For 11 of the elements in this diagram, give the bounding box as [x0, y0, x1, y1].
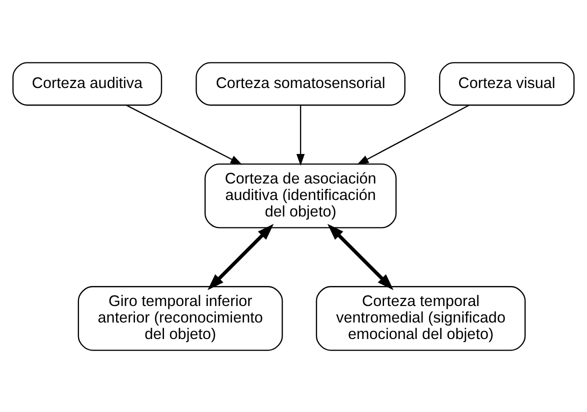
node-box: Corteza visual	[439, 62, 575, 106]
arrow	[208, 223, 274, 290]
arrow	[296, 104, 305, 166]
node-box: Corteza de asociación auditiva (identificación del objeto)	[204, 162, 397, 228]
node-box: Corteza somatosensorial	[196, 62, 406, 106]
arrow	[126, 104, 242, 164]
node-box: Giro temporal inferior anterior (reconocimiento del objeto)	[78, 286, 283, 350]
node-box: Corteza temporal ventromedial (significado emocional del objeto)	[316, 286, 526, 350]
node-box: Corteza auditiva	[12, 62, 162, 106]
arrow	[356, 104, 470, 164]
arrow	[327, 223, 394, 290]
